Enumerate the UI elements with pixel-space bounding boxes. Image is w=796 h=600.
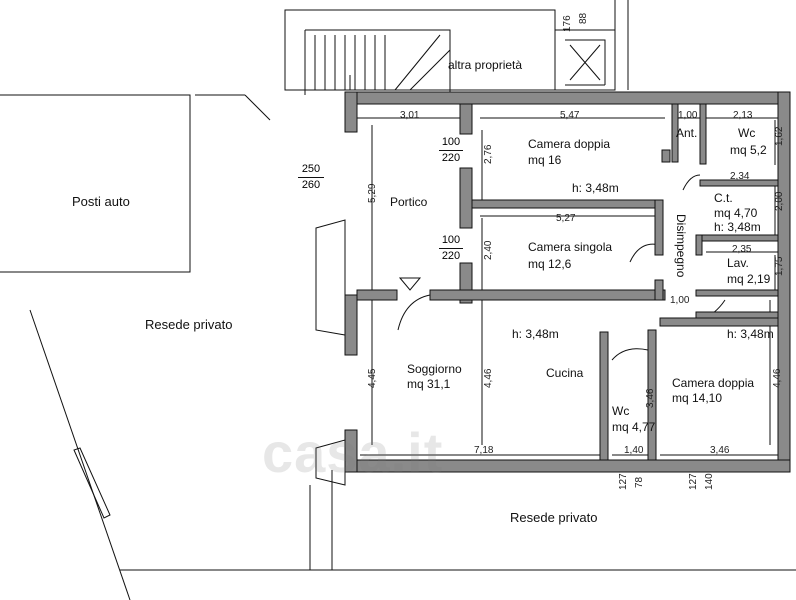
dim-5-29: 5,29	[367, 183, 378, 203]
dim-2-35: 2,35	[732, 244, 752, 255]
opening-2-width: 100	[441, 234, 461, 246]
label-lav-area: mq 2,19	[727, 272, 771, 286]
opening-3-height: 260	[301, 179, 321, 191]
dim-88: 88	[578, 12, 589, 24]
parking-outline	[0, 94, 191, 273]
label-ct: C.t.	[714, 191, 733, 205]
label-altra-proprieta: altra proprietà	[448, 58, 523, 72]
dim-3-46-vertical: 3,46	[645, 388, 656, 408]
label-lav: Lav.	[727, 256, 749, 270]
label-wc-bottom-area: mq 4,77	[612, 420, 656, 434]
dim-5-47: 5,47	[560, 110, 580, 121]
opening-3: 250 260	[298, 163, 324, 192]
label-ct-area: mq 4,70	[714, 206, 758, 220]
dim-4-46-cucina: 4,46	[483, 368, 494, 388]
label-camera-doppia-1-area: mq 16	[528, 153, 562, 167]
label-camera-doppia-2-area: mq 14,10	[672, 391, 723, 405]
opening-1: 100 220	[439, 136, 463, 165]
label-wc-bottom: Wc	[612, 404, 630, 418]
dim-3-46-horizontal: 3,46	[710, 445, 730, 456]
label-resede-left: Resede privato	[145, 317, 233, 332]
dim-1-00-top: 1,00	[678, 110, 698, 121]
watermark-logo: casa.it	[262, 421, 444, 484]
dim-2-34: 2,34	[730, 171, 750, 182]
dim-2-76: 2,76	[483, 144, 494, 164]
label-camera-doppia-2: Camera doppia	[672, 376, 755, 390]
dim-176: 176	[562, 15, 573, 32]
opening-3-width: 250	[301, 163, 321, 175]
dim-1-00-mid: 1,00	[670, 295, 690, 306]
label-resede-bottom: Resede privato	[510, 510, 598, 525]
opening-1-height: 220	[441, 152, 461, 164]
dim-1-75: 1,75	[774, 256, 785, 276]
opening-2: 100 220	[439, 234, 463, 263]
label-ant: Ant.	[676, 126, 698, 140]
dim-2-00: 2,00	[774, 191, 785, 211]
garden-boundary	[29, 309, 131, 600]
label-wc-top-area: mq 5,2	[730, 143, 767, 157]
dim-3-01: 3,01	[400, 110, 420, 121]
label-camera-singola-area: mq 12,6	[528, 257, 572, 271]
dim-2-13: 2,13	[733, 110, 753, 121]
opening-3-bar	[298, 177, 324, 178]
opening-2-bar	[439, 248, 463, 249]
label-portico: Portico	[390, 195, 428, 209]
dim-5-27: 5,27	[556, 213, 576, 224]
dim-127-b: 127	[688, 473, 699, 490]
label-camera-doppia-1-height: h: 3,48m	[572, 181, 619, 195]
dim-4-45: 4,45	[367, 368, 378, 388]
dim-1-40: 1,40	[624, 445, 644, 456]
opening-1-bar	[439, 150, 463, 151]
opening-1-width: 100	[441, 136, 461, 148]
dim-7-18: 7,18	[474, 445, 494, 456]
dim-127-a: 127	[618, 473, 629, 490]
dim-1-62: 1,62	[774, 126, 785, 146]
label-disimpegno: Disimpegno	[674, 214, 688, 278]
opening-2-height: 220	[441, 250, 461, 262]
label-soggiorno-area: mq 31,1	[407, 377, 451, 391]
label-soggiorno-height: h: 3,48m	[512, 327, 559, 341]
label-camera-doppia-1: Camera doppia	[528, 137, 611, 151]
dim-140-b: 140	[704, 473, 715, 490]
dim-78: 78	[634, 476, 645, 488]
dim-2-40: 2,40	[483, 240, 494, 260]
label-posti-auto: Posti auto	[72, 194, 130, 209]
label-cucina: Cucina	[546, 366, 584, 380]
label-wc-top: Wc	[738, 126, 756, 140]
label-ct-height: h: 3,48m	[714, 220, 761, 234]
label-camera-singola: Camera singola	[528, 240, 613, 254]
dim-4-46-camera: 4,46	[772, 368, 783, 388]
label-soggiorno: Soggiorno	[407, 362, 462, 376]
label-camera-doppia-2-height: h: 3,48m	[727, 327, 774, 341]
